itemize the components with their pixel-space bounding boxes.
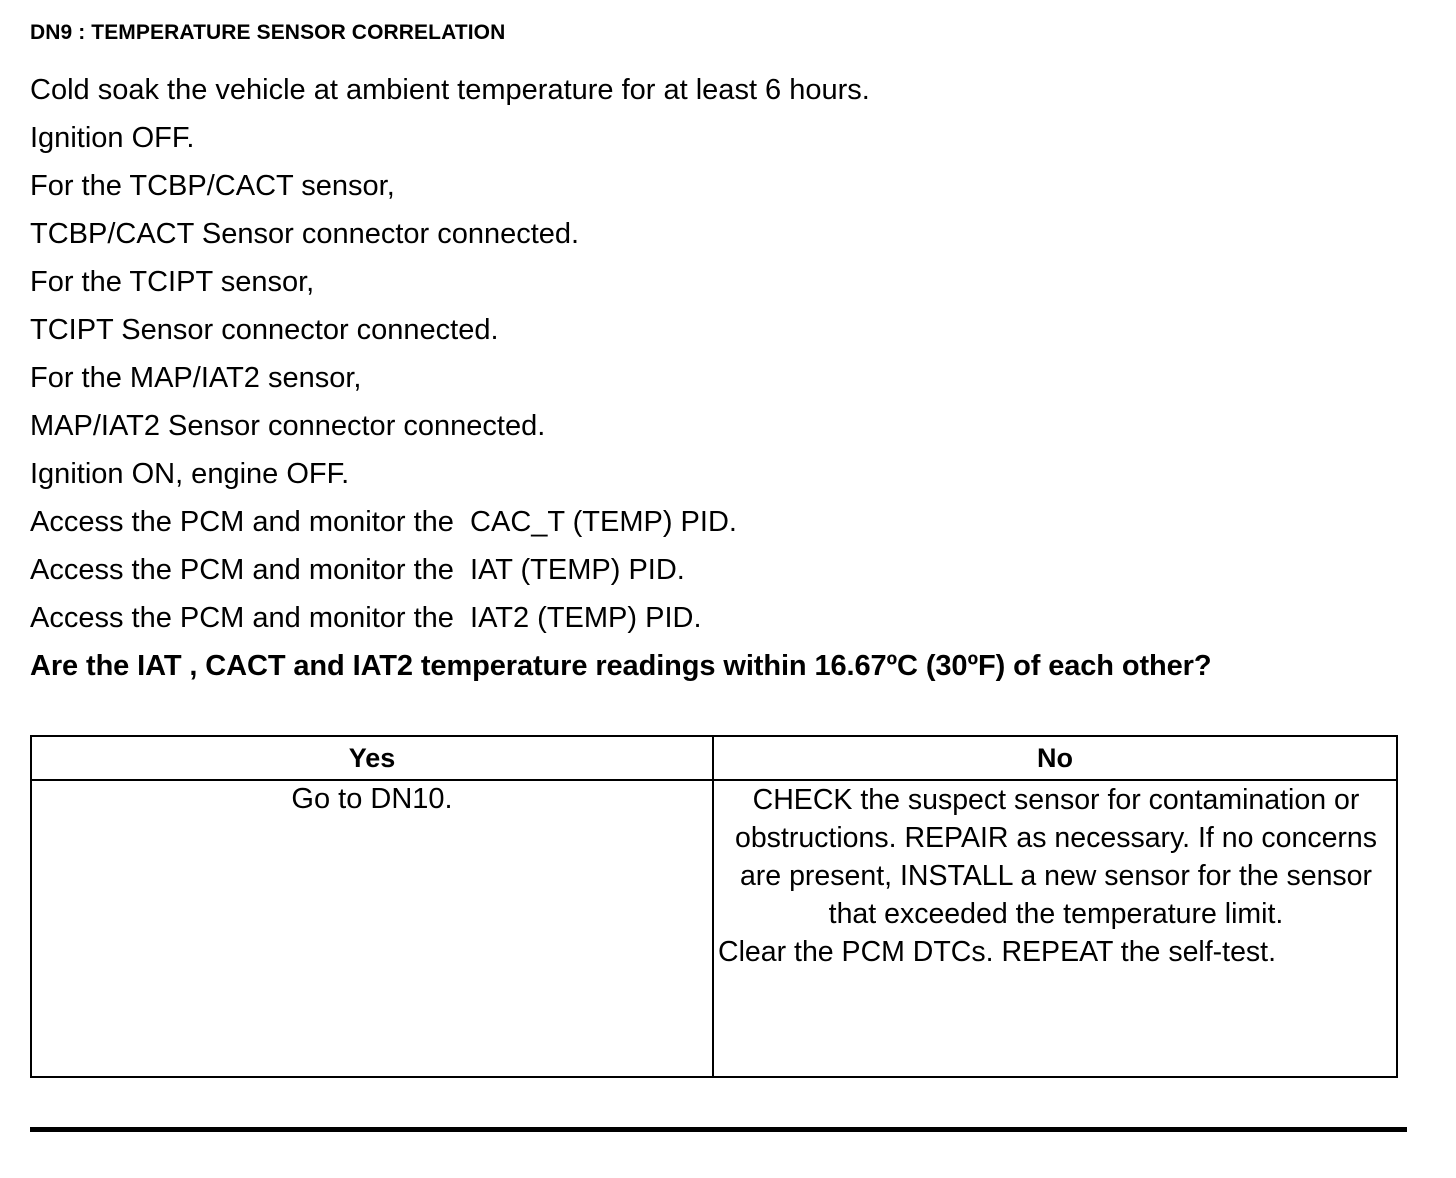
step-line: Access the PCM and monitor the CAC_T (TE… bbox=[30, 506, 737, 538]
decision-table: Yes No Go to DN10. CHECK the suspect sen… bbox=[30, 735, 1398, 1078]
step-line: TCIPT Sensor connector connected. bbox=[30, 314, 499, 346]
step-line: Cold soak the vehicle at ambient tempera… bbox=[30, 74, 870, 106]
step-line: Access the PCM and monitor the IAT2 (TEM… bbox=[30, 602, 702, 634]
bottom-divider bbox=[30, 1127, 1407, 1132]
column-header-no: No bbox=[712, 735, 1398, 781]
table-row: Go to DN10. CHECK the suspect sensor for… bbox=[30, 779, 1398, 1078]
step-line: MAP/IAT2 Sensor connector connected. bbox=[30, 410, 546, 442]
decision-question: Are the IAT , CACT and IAT2 temperature … bbox=[30, 650, 1212, 682]
yes-action-cell: Go to DN10. bbox=[30, 779, 714, 1078]
step-line: Ignition OFF. bbox=[30, 122, 195, 154]
no-action-paragraph: CHECK the suspect sensor for contaminati… bbox=[734, 784, 1378, 930]
column-header-yes: Yes bbox=[30, 735, 714, 781]
step-line: TCBP/CACT Sensor connector connected. bbox=[30, 218, 580, 250]
step-line: Access the PCM and monitor the IAT (TEMP… bbox=[30, 554, 685, 586]
step-list: Cold soak the vehicle at ambient tempera… bbox=[30, 66, 1430, 690]
table-header-row: Yes No bbox=[30, 735, 1398, 781]
step-line: For the TCBP/CACT sensor, bbox=[30, 170, 395, 202]
no-action-cell: CHECK the suspect sensor for contaminati… bbox=[712, 779, 1398, 1078]
no-action-last-line: Clear the PCM DTCs. REPEAT the self-test… bbox=[718, 936, 1277, 968]
step-line: Ignition ON, engine OFF. bbox=[30, 458, 350, 490]
step-line: For the TCIPT sensor, bbox=[30, 266, 315, 298]
step-line: For the MAP/IAT2 sensor, bbox=[30, 362, 362, 394]
page-title: DN9 : TEMPERATURE SENSOR CORRELATION bbox=[30, 21, 506, 44]
